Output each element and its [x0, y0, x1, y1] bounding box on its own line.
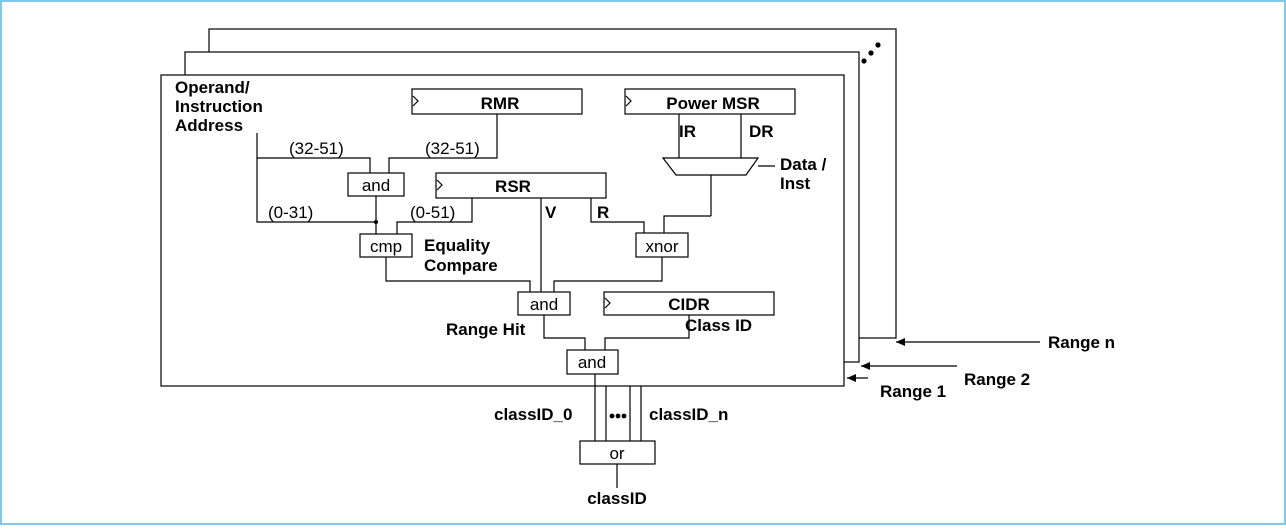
bits-0-31: (0-31): [268, 203, 313, 222]
rsr-label: RSR: [495, 177, 531, 196]
range-hit-wire: [543, 315, 586, 350]
cmp-out-wire: [385, 257, 531, 292]
bits-32-51-right: (32-51): [425, 139, 480, 158]
ellipsis-dots-icon: [609, 413, 627, 419]
mux-to-xnor-wire: [663, 215, 711, 233]
and-gate-bottom: [566, 349, 619, 375]
classid-n-label: classID_n: [649, 405, 728, 424]
and-mid-label: and: [530, 295, 558, 314]
dr-label: DR: [749, 122, 774, 141]
data-inst-mux: [661, 157, 760, 176]
operand-label: Operand/ Instruction Address: [175, 78, 268, 135]
bits-32-51-left: (32-51): [289, 139, 344, 158]
addr-32-51-wire: [256, 133, 371, 173]
range-hit-label: Range Hit: [446, 320, 526, 339]
classid-0-label: classID_0: [494, 405, 572, 424]
rmr-label: RMR: [481, 94, 520, 113]
class-id-label: Class ID: [685, 316, 752, 335]
rsr-register: [435, 172, 607, 199]
power-msr-label: Power MSR: [666, 94, 760, 113]
bits-0-51: (0-51): [410, 203, 455, 222]
r-label: R: [597, 203, 609, 222]
clock-icon: [625, 95, 632, 107]
cmp-label: cmp: [370, 237, 402, 256]
range-2-label: Range 2: [964, 370, 1030, 389]
range-1-label: Range 1: [880, 382, 946, 401]
and-top-label: and: [362, 176, 390, 195]
clock-icon: [436, 179, 443, 191]
xnor-label: xnor: [645, 237, 678, 256]
addr-0-31-wire: [256, 158, 376, 223]
arrow-left-icon: [847, 374, 856, 382]
rmr-register: [411, 88, 583, 115]
v-label: V: [545, 203, 557, 222]
rmr-32-51-wire: [388, 114, 498, 173]
clock-icon: [604, 297, 611, 309]
continuation-dots-icon: [861, 42, 881, 64]
arrow-left-icon: [896, 338, 905, 346]
cidr-label: CIDR: [668, 295, 710, 314]
rsr-0-51-wire: [396, 198, 473, 234]
clock-icon: [412, 95, 419, 107]
range-n-label: Range n: [1048, 333, 1115, 352]
classid-label: classID: [587, 489, 647, 508]
class-id-wire: [604, 315, 690, 350]
arrow-left-icon: [861, 362, 870, 370]
or-label: or: [609, 444, 624, 463]
ir-label: IR: [679, 122, 696, 141]
data-inst-label: Data / Inst: [780, 155, 831, 193]
xnor-out-wire: [553, 257, 663, 292]
power-msr-register: [624, 88, 796, 115]
range-1-box: [160, 74, 845, 387]
xnor-gate: [635, 232, 689, 258]
equality-compare-label: Equality Compare: [424, 236, 498, 275]
r-wire: [590, 198, 645, 233]
and-bottom-label: and: [578, 353, 606, 372]
